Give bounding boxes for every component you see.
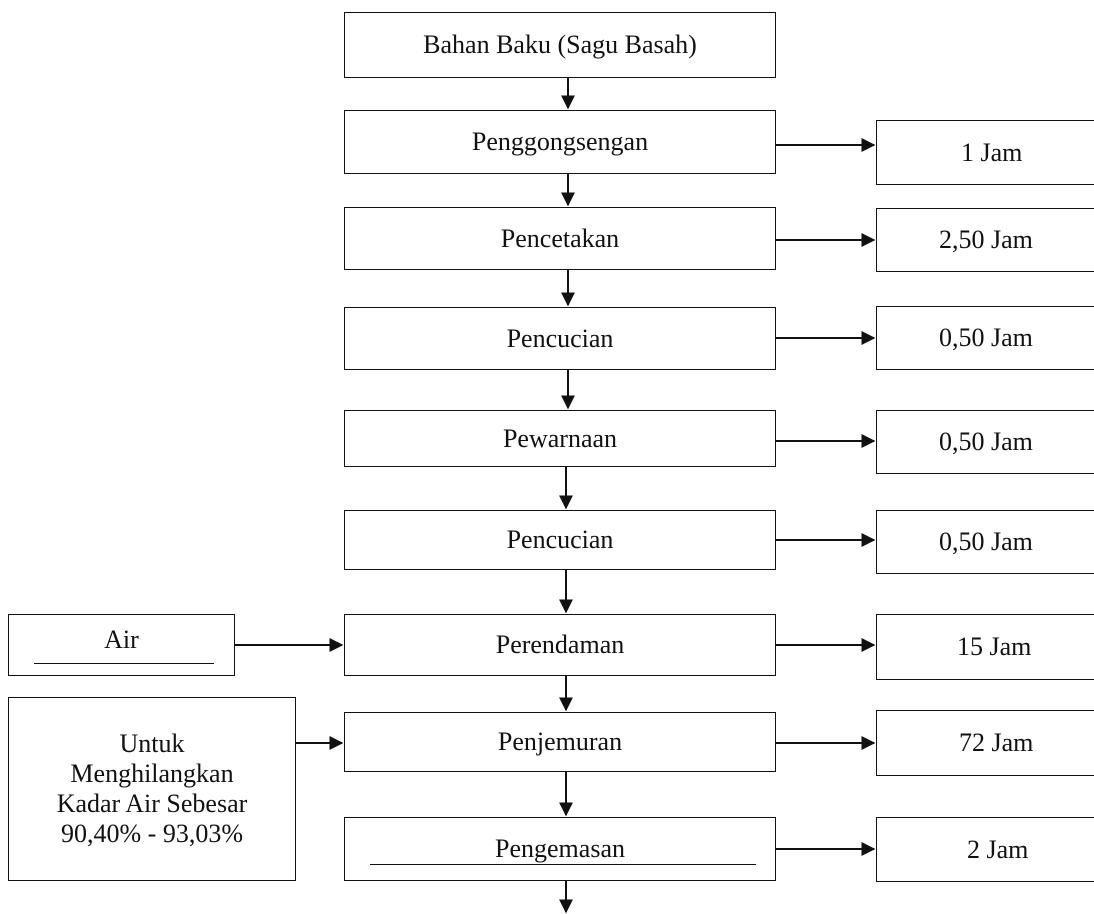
step-label: Perendaman xyxy=(495,630,625,659)
duration-pewarnaan: 0,50 Jam xyxy=(876,410,1094,474)
step-perendaman: Perendaman xyxy=(344,614,776,676)
step-pengemasan: Pengemasan xyxy=(344,817,776,881)
step-label: Pengemasan xyxy=(495,834,625,863)
duration-label: 0,50 Jam xyxy=(939,427,1033,456)
note-line: Menghilangkan xyxy=(70,759,234,788)
duration-pencucian-2: 0,50 Jam xyxy=(876,510,1094,574)
step-label: Bahan Baku (Sagu Basah) xyxy=(423,30,697,59)
step-penjemuran: Penjemuran xyxy=(344,712,776,772)
step-label: Pencetakan xyxy=(500,223,620,253)
step-pewarnaan: Pewarnaan xyxy=(344,410,776,467)
duration-perendaman: 15 Jam xyxy=(876,614,1094,680)
duration-label: 0,50 Jam xyxy=(939,527,1033,556)
step-label: Pewarnaan xyxy=(502,423,618,453)
pengemasan-underline xyxy=(370,864,756,865)
duration-pengemasan: 2 Jam xyxy=(876,817,1094,882)
step-penggongsengan: Penggongsengan xyxy=(344,110,776,174)
step-label: Pencucian xyxy=(506,525,614,554)
input-air: Air xyxy=(8,614,235,676)
note-line: Untuk xyxy=(119,729,185,758)
input-air-label: Air xyxy=(104,625,139,654)
note-line: Kadar Air Sebesar xyxy=(56,789,248,818)
duration-label: 1 Jam xyxy=(961,137,1023,167)
step-pencucian-2: Pencucian xyxy=(344,510,776,570)
duration-label: 0,50 Jam xyxy=(939,323,1033,352)
step-label: Penjemuran xyxy=(497,727,623,756)
duration-label: 15 Jam xyxy=(957,632,1032,661)
duration-label: 72 Jam xyxy=(959,728,1034,757)
note-line: 90,40% - 93,03% xyxy=(61,819,243,848)
duration-label: 2 Jam xyxy=(967,834,1029,864)
step-pencetakan: Pencetakan xyxy=(344,207,776,270)
step-label: Penggongsengan xyxy=(471,127,649,156)
duration-pencucian-1: 0,50 Jam xyxy=(876,306,1094,370)
input-moisture-note: Untuk Menghilangkan Kadar Air Sebesar 90… xyxy=(8,697,296,881)
duration-penggongsengan: 1 Jam xyxy=(876,120,1094,185)
air-underline xyxy=(34,663,214,664)
step-pencucian-1: Pencucian xyxy=(344,307,776,370)
duration-label: 2,50 Jam xyxy=(939,225,1033,254)
step-label: Pencucian xyxy=(506,323,614,353)
duration-penjemuran: 72 Jam xyxy=(876,710,1094,776)
duration-pencetakan: 2,50 Jam xyxy=(876,208,1094,272)
step-raw-material: Bahan Baku (Sagu Basah) xyxy=(344,12,776,78)
